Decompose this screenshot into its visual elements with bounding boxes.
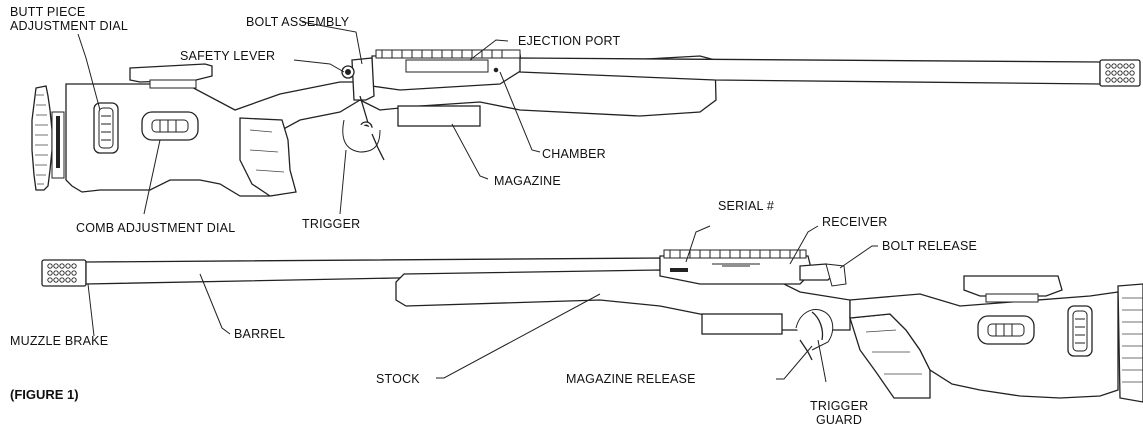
bottom-butt-dial	[1072, 310, 1088, 352]
leader-comb-dial	[143, 139, 161, 215]
label-butt-piece-line1: BUTT PIECE	[10, 5, 85, 19]
top-trigger-guard	[342, 119, 381, 153]
leader-stock	[436, 293, 601, 379]
leader-muzzle-brake	[87, 283, 95, 337]
leader-barrel	[199, 273, 231, 335]
bottom-serial-plate	[670, 268, 688, 272]
label-stock: STOCK	[376, 372, 420, 386]
label-bolt-release: BOLT RELEASE	[882, 239, 977, 253]
bottom-logo	[712, 263, 760, 267]
leader-butt-piece	[77, 33, 101, 111]
label-receiver: RECEIVER	[822, 215, 888, 229]
top-cheek-riser	[129, 63, 213, 83]
figure-caption: (FIGURE 1)	[10, 387, 79, 402]
label-butt-piece-line2: ADJUSTMENT DIAL	[10, 19, 128, 33]
bottom-stock-butt	[849, 291, 1119, 399]
label-ejection-port: EJECTION PORT	[518, 34, 621, 48]
label-bolt-assembly: BOLT ASSEMBLY	[246, 15, 350, 29]
top-rifle-drawing	[31, 49, 1141, 197]
leader-lines	[77, 21, 878, 383]
bottom-magazine	[701, 313, 783, 335]
leader-magazine-release	[776, 345, 813, 380]
top-ejection-port-shape	[405, 59, 489, 73]
label-muzzle-brake: MUZZLE BRAKE	[10, 334, 108, 348]
top-magazine	[397, 105, 481, 127]
bottom-receiver	[659, 255, 813, 285]
leader-magazine	[451, 123, 489, 180]
label-magazine-release: MAGAZINE RELEASE	[566, 372, 696, 386]
label-trigger-guard-line1: TRIGGER	[810, 399, 868, 413]
top-butt-dial	[98, 107, 114, 149]
label-magazine: MAGAZINE	[494, 174, 561, 188]
top-comb-dial	[151, 119, 189, 133]
leader-trigger-guard	[817, 339, 827, 383]
leader-chamber	[499, 71, 541, 153]
top-cheek-post	[149, 79, 197, 89]
leader-ejection-port	[469, 39, 509, 61]
bottom-rifle-drawing	[41, 249, 1143, 403]
label-chamber: CHAMBER	[542, 147, 606, 161]
leader-safety-lever	[293, 59, 345, 73]
bottom-butt-pad	[1117, 283, 1143, 403]
top-grip	[239, 117, 297, 197]
top-butt-spacer-dark	[56, 116, 60, 168]
bottom-cheek-post	[985, 293, 1039, 303]
leader-bolt-assembly	[301, 21, 363, 65]
label-trigger-guard-line2: GUARD	[816, 413, 862, 427]
bottom-trigger-blade	[799, 339, 813, 361]
top-barrel	[519, 57, 1101, 85]
top-chamber-dot	[493, 67, 499, 73]
label-safety-lever: SAFETY LEVER	[180, 49, 275, 63]
bottom-trigger-guard	[795, 309, 834, 351]
leader-bolt-release	[839, 245, 878, 269]
label-trigger: TRIGGER	[302, 217, 360, 231]
leader-receiver	[789, 225, 819, 265]
label-barrel: BARREL	[234, 327, 285, 341]
bottom-cheek-riser	[963, 275, 1063, 297]
leader-trigger	[339, 149, 347, 215]
label-comb-adjustment-dial: COMB ADJUSTMENT DIAL	[76, 221, 235, 235]
bottom-comb-dial	[987, 323, 1025, 337]
top-bolt	[351, 57, 375, 101]
label-serial: SERIAL #	[718, 199, 774, 213]
bottom-rail	[663, 249, 807, 259]
leader-serial	[685, 225, 711, 263]
top-rail	[375, 49, 521, 59]
top-trigger-blade	[371, 133, 385, 161]
top-butt-pad	[31, 85, 53, 191]
